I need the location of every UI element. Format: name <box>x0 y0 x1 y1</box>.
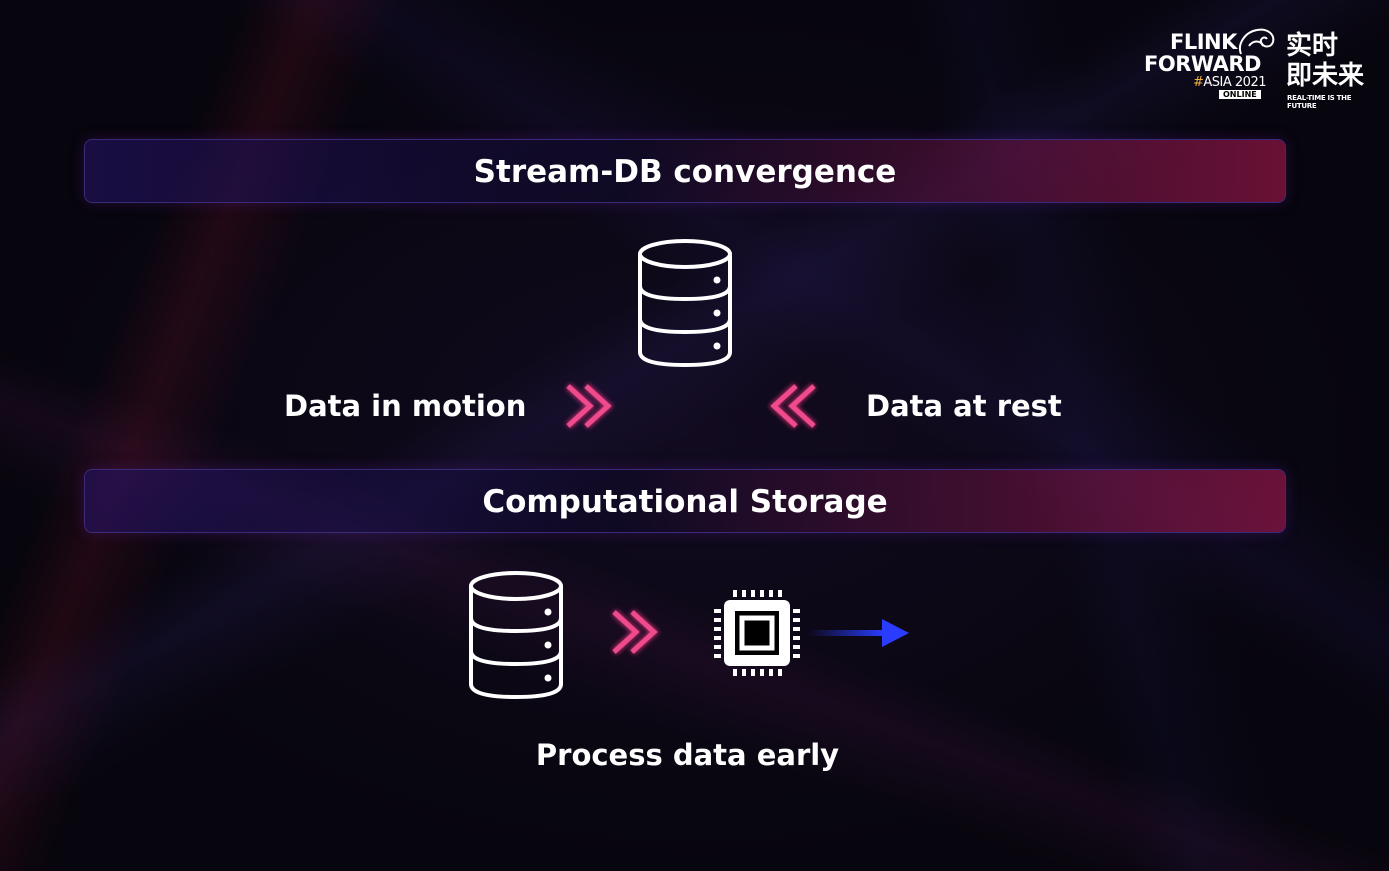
logo-cn-line1: 实时 <box>1286 31 1339 61</box>
online-badge: ONLINE <box>1219 90 1261 99</box>
banner-title: Stream-DB convergence <box>473 154 897 190</box>
label-data-at-rest: Data at rest <box>866 389 1062 423</box>
logo-edition-text: ASIA 2021 <box>1203 75 1266 90</box>
database-icon <box>638 239 732 368</box>
chevron-right-icon <box>565 383 614 429</box>
cpu-chip-icon <box>714 590 800 676</box>
logo-tagline: REAL-TIME IS THE FUTURE <box>1287 94 1352 110</box>
logo-flink-text: FLINK <box>1170 30 1237 54</box>
logo-forward-text: FORWARD <box>1144 52 1261 76</box>
database-icon <box>469 571 563 700</box>
label-data-in-motion: Data in motion <box>284 389 527 423</box>
logo-cn-line2: 即未来 <box>1286 61 1365 91</box>
chevron-right-icon <box>611 609 660 655</box>
banner-stream-db: Stream-DB convergence <box>84 139 1286 203</box>
logo-hash: # <box>1193 75 1204 90</box>
logo-edition: #ASIA 2021 <box>1193 76 1266 89</box>
chevron-left-icon <box>768 383 817 429</box>
squirrel-icon <box>1239 28 1275 55</box>
label-process-data-early: Process data early <box>535 738 840 772</box>
banner-computational-storage: Computational Storage <box>84 469 1286 533</box>
flink-forward-logo: FLINK FORWARD #ASIA 2021 ONLINE 实时 即未来 R… <box>1141 24 1381 110</box>
banner-title: Computational Storage <box>482 484 888 520</box>
arrow-right-icon <box>808 619 909 647</box>
